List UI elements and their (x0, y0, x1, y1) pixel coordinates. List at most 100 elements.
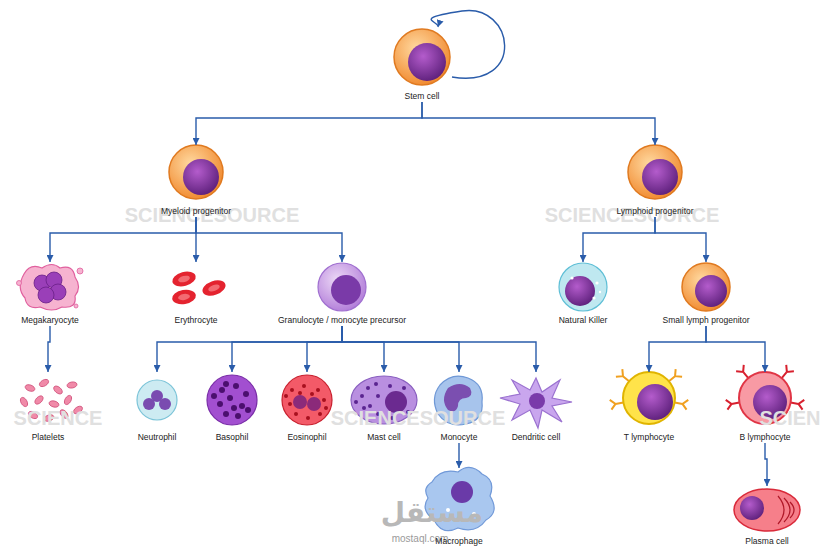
mast-cell-drawing (354, 400, 358, 404)
eosinophil-drawing (284, 384, 328, 420)
eosinophil-drawing (322, 398, 326, 402)
stem-cell-drawing (394, 29, 450, 85)
cell-node: Stem cell (392, 27, 452, 102)
lineage-arrow (706, 326, 765, 372)
dendritic-cell-drawing (500, 378, 572, 428)
cell-node: T lymphocyte (604, 372, 694, 443)
natural-killer-drawing (595, 281, 598, 284)
cell-space (727, 486, 807, 536)
natural-killer-drawing (565, 276, 595, 306)
lineage-arrow (649, 326, 706, 372)
cell-space (12, 372, 84, 432)
cell-space (392, 27, 452, 91)
plasma-cell-drawing (734, 489, 800, 531)
lymphoid-progenitor-drawing (642, 159, 678, 195)
megakaryocyte-drawing (74, 304, 78, 308)
neutrophil-drawing (159, 398, 171, 410)
eosinophil-drawing (324, 406, 328, 410)
basophil-drawing (227, 395, 233, 401)
cell-node: Plasma cell (727, 486, 807, 547)
eosinophil-drawing (298, 391, 302, 395)
cell-node: Dendritic cell (500, 372, 572, 443)
cell-space (543, 262, 623, 315)
platelets-drawing (24, 383, 35, 392)
small-lymph-progenitor-drawing (682, 263, 730, 311)
mast-cell-drawing (366, 386, 370, 390)
eosinophil-drawing (307, 397, 321, 411)
lineage-arrow (342, 326, 536, 372)
cell-label: Megakaryocyte (10, 315, 90, 326)
cell-space (271, 372, 343, 432)
erythrocyte-drawing (200, 277, 227, 298)
cell-label: Stem cell (392, 91, 452, 102)
basophil-drawing (235, 413, 241, 419)
cell-node: Platelets (12, 372, 84, 443)
cell-label: Erythrocyte (156, 315, 236, 326)
lineage-arrow (196, 102, 422, 145)
cell-label: Monocyte (423, 432, 495, 443)
erythrocyte-drawing (171, 288, 197, 306)
megakaryocyte-drawing (20, 265, 78, 311)
platelets-drawing (38, 378, 50, 388)
lineage-arrow (342, 326, 459, 372)
megakaryocyte-drawing (38, 287, 54, 303)
cell-space (651, 262, 761, 315)
precursor-drawing (318, 263, 366, 311)
myeloid-progenitor-drawing (169, 145, 223, 199)
t-lymphocyte-drawing (623, 372, 675, 424)
precursor-drawing (331, 275, 361, 305)
lineage-arrow (307, 326, 342, 372)
dendritic-cell-drawing (529, 393, 545, 409)
eosinophil-drawing (310, 392, 314, 396)
erythrocyte-drawing (178, 293, 191, 301)
watermark: SCIENCE (14, 407, 103, 430)
cell-space (267, 262, 417, 315)
cell-label: Basophil (196, 432, 268, 443)
cell-node: Basophil (196, 372, 268, 443)
eosinophil-drawing (282, 375, 332, 425)
lineage-arrow (342, 326, 384, 372)
basophil-drawing (207, 375, 257, 425)
megakaryocyte-drawing (17, 281, 22, 286)
basophil-drawing (239, 403, 245, 409)
cell-node: Small lymph progenitor (651, 262, 761, 326)
cell-label: Small lymph progenitor (651, 315, 761, 326)
eosinophil-drawing (282, 375, 332, 425)
eosinophil-drawing (318, 412, 322, 416)
cell-label: Plasma cell (727, 536, 807, 547)
basophil-drawing (219, 387, 225, 393)
megakaryocyte-drawing (17, 265, 84, 311)
eosinophil-drawing (306, 416, 310, 420)
cell-node: Macrophage (419, 468, 499, 547)
t-lymphocyte-drawing (610, 369, 689, 424)
lymphoid-progenitor-drawing (628, 145, 682, 199)
cell-space (419, 468, 499, 536)
lineage-arrow (655, 217, 706, 262)
basophil-drawing (223, 411, 229, 417)
cell-node: Monocyte (423, 372, 495, 443)
megakaryocyte-drawing (77, 268, 83, 274)
cell-label: Platelets (12, 432, 84, 443)
platelets-drawing (33, 394, 44, 405)
cell-label: Neutrophil (121, 432, 193, 443)
cell-node: Lymphoid progenitor (605, 145, 705, 217)
dendritic-cell-drawing (500, 378, 572, 428)
cell-space (348, 372, 420, 432)
cell-space (500, 372, 572, 432)
erythrocyte-drawing (207, 283, 220, 293)
plasma-cell-drawing (778, 496, 794, 524)
cell-node: Granulocyte / monocyte precursor (267, 262, 417, 326)
small-lymph-progenitor-drawing (695, 275, 727, 307)
cell-label: Dendritic cell (500, 432, 572, 443)
erythrocyte-drawing (171, 269, 198, 289)
eosinophil-drawing (293, 395, 307, 409)
cell-space (604, 372, 694, 432)
cell-space (10, 262, 90, 315)
basophil-drawing (211, 381, 251, 419)
platelets-drawing (52, 384, 64, 395)
basophil-drawing (233, 383, 239, 389)
basophil-drawing (231, 405, 237, 411)
eosinophil-drawing (316, 388, 320, 392)
eosinophil-drawing (284, 394, 288, 398)
cell-label: Eosinophil (271, 432, 343, 443)
